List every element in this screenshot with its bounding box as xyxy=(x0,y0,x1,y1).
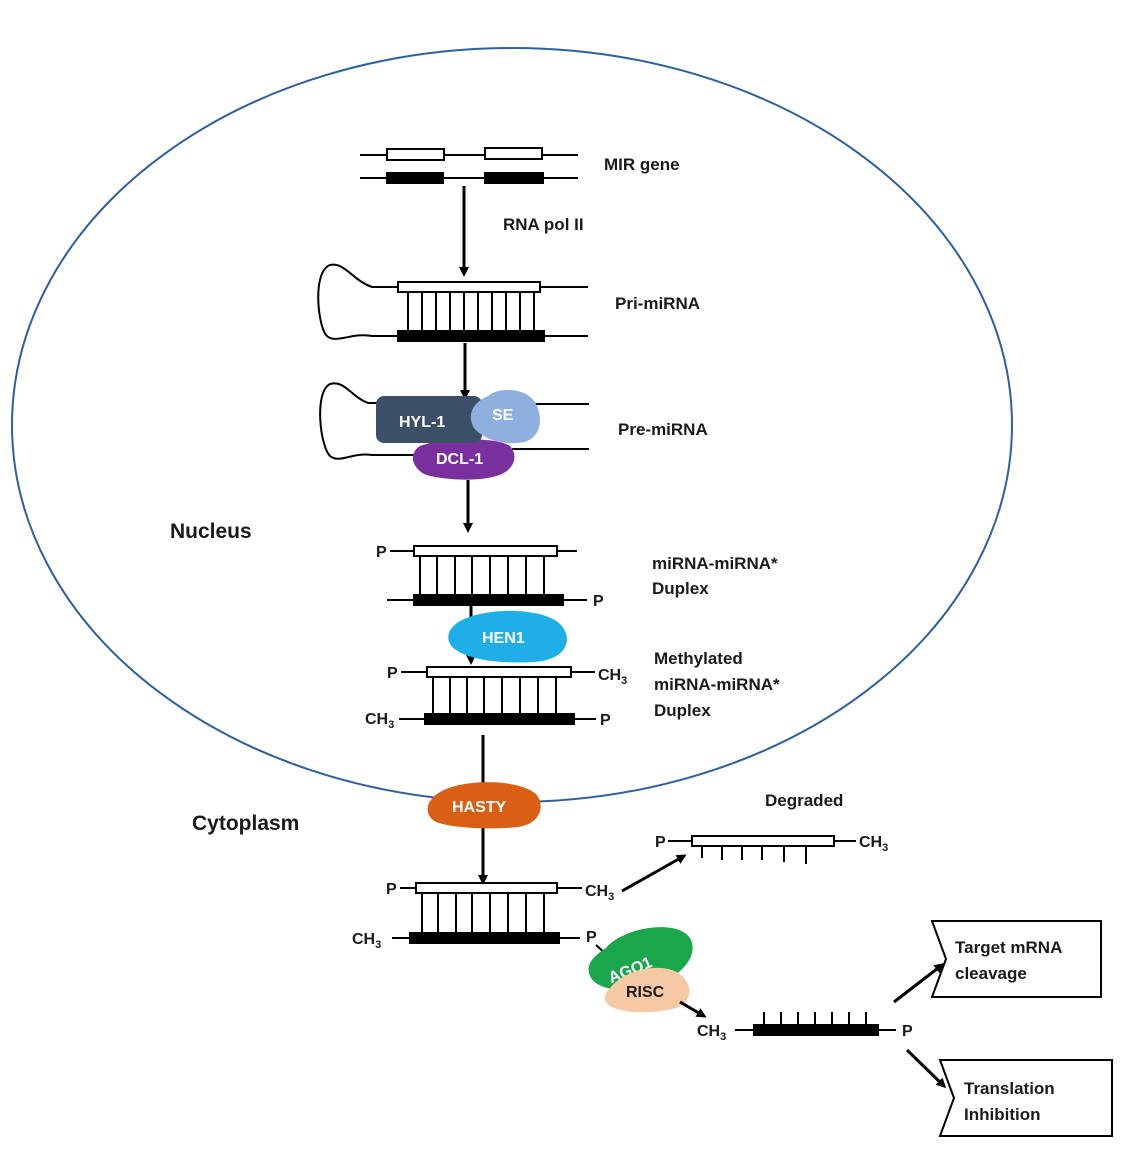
target-strand: CH3 P xyxy=(697,1012,913,1043)
arrow-to-degraded xyxy=(621,854,687,893)
hen1-protein: HEN1 xyxy=(448,610,567,663)
duplex-pairs xyxy=(419,556,545,595)
label-methylated-1: Methylated xyxy=(654,649,743,668)
end-p: P xyxy=(586,929,597,946)
label-duplex-1: miRNA-miRNA* xyxy=(652,554,778,573)
se-protein: SE xyxy=(470,389,540,444)
end-ch3: CH3 xyxy=(859,834,888,854)
label-target-2: cleavage xyxy=(955,964,1027,983)
outcome-target-cleavage: Target mRNA cleavage xyxy=(930,920,1102,998)
end-ch3: CH3 xyxy=(697,1023,726,1043)
hasty-protein: HASTY xyxy=(427,782,541,829)
degraded-ticks xyxy=(701,846,807,864)
degraded-strand: P CH3 xyxy=(655,834,888,864)
mirna-duplex: P P xyxy=(376,544,604,610)
outcome-translation-inhibition: Translation Inhibition xyxy=(938,1059,1113,1137)
label-methylated-2: miRNA-miRNA* xyxy=(654,675,780,694)
end-ch3: CH3 xyxy=(598,667,627,687)
label-hen1: HEN1 xyxy=(482,630,525,647)
methylated-pairs xyxy=(432,677,557,714)
cytoplasm-duplex: P CH3 CH3 P xyxy=(352,881,614,951)
dcl1-protein: DCL-1 xyxy=(412,439,515,480)
end-p: P xyxy=(376,544,387,561)
label-mir-gene: MIR gene xyxy=(604,155,680,174)
arrow-risc-to-target xyxy=(679,1000,707,1018)
label-degraded: Degraded xyxy=(765,791,843,810)
target-ticks xyxy=(763,1012,867,1025)
end-p: P xyxy=(600,712,611,729)
label-dcl1: DCL-1 xyxy=(436,451,483,468)
label-translation-2: Inhibition xyxy=(964,1105,1040,1124)
label-translation-1: Translation xyxy=(964,1079,1055,1098)
risc-protein: RISC xyxy=(604,967,690,1013)
mir-gene xyxy=(360,147,578,184)
end-ch3: CH3 xyxy=(585,883,614,903)
label-pri-mirna: Pri-miRNA xyxy=(615,294,700,313)
methylated-duplex: P CH3 CH3 P xyxy=(365,665,627,731)
label-duplex-2: Duplex xyxy=(652,579,709,598)
label-risc: RISC xyxy=(626,984,665,1001)
pri-mirna xyxy=(317,263,588,342)
hyl1-protein: HYL-1 xyxy=(376,396,482,443)
end-p: P xyxy=(655,834,666,851)
end-ch3: CH3 xyxy=(365,711,394,731)
end-ch3: CH3 xyxy=(352,931,381,951)
label-hasty: HASTY xyxy=(452,799,507,816)
arrow-to-inhibition xyxy=(905,1048,947,1089)
label-cytoplasm: Cytoplasm xyxy=(192,812,299,835)
label-se: SE xyxy=(492,407,514,424)
cytoplasm-pairs xyxy=(421,893,545,933)
label-nucleus: Nucleus xyxy=(170,520,252,543)
pri-mirna-pairs xyxy=(407,292,535,331)
end-p: P xyxy=(902,1023,913,1040)
label-rna-pol: RNA pol II xyxy=(503,215,584,234)
label-target-1: Target mRNA xyxy=(955,938,1062,957)
arrow-to-cleavage xyxy=(893,963,945,1004)
end-p: P xyxy=(593,593,604,610)
end-p: P xyxy=(387,665,398,682)
label-hyl1: HYL-1 xyxy=(399,414,445,431)
label-pre-mirna: Pre-miRNA xyxy=(618,420,708,439)
label-methylated-3: Duplex xyxy=(654,701,711,720)
end-p: P xyxy=(386,881,397,898)
